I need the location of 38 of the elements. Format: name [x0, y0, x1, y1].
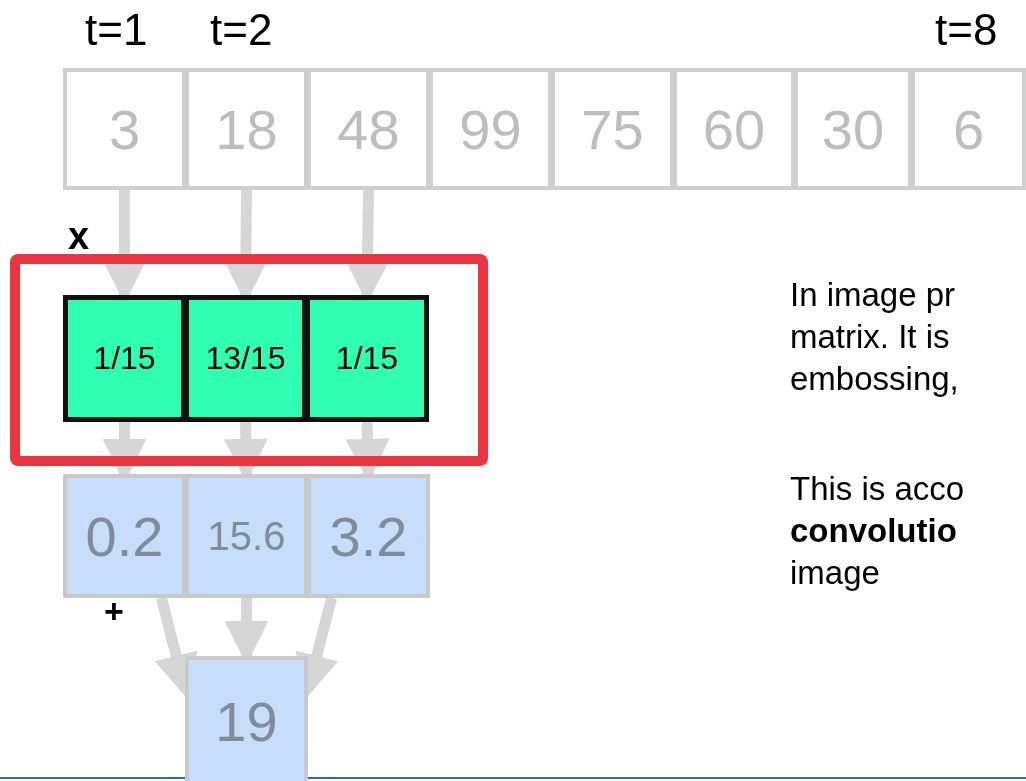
cell-value: 18 — [215, 96, 278, 162]
cell-value: 99 — [459, 96, 522, 162]
highlight-frame — [10, 254, 488, 466]
sequence-cell — [673, 68, 795, 190]
cell-value: 6 — [952, 96, 985, 162]
kernel-cell — [184, 295, 307, 422]
cell-value: 15.6 — [207, 513, 286, 559]
result-cell — [185, 656, 308, 781]
description-text: This is acco convolutio image — [790, 469, 966, 593]
kernel-cell — [305, 295, 429, 422]
description-text: In image pr matrix. It is embossing, — [790, 275, 960, 399]
plus-sign: + — [104, 591, 124, 632]
sequence-cell — [794, 68, 912, 190]
sequence-cell — [307, 68, 430, 190]
cell-value: 0.2 — [85, 503, 164, 569]
cell-value: 1/15 — [335, 340, 399, 377]
cell-value: 30 — [821, 96, 885, 162]
cell-value: 60 — [702, 96, 766, 162]
cell-value: 48 — [337, 96, 400, 162]
time-step-label: t=1 — [85, 4, 148, 56]
result-cell — [185, 474, 308, 598]
sequence-cell — [63, 68, 186, 190]
result-cell — [307, 474, 430, 598]
time-step-label: t=8 — [935, 4, 998, 56]
sequence-cell — [429, 68, 552, 190]
time-step-label: t=2 — [210, 4, 273, 56]
sequence-cell — [551, 68, 674, 190]
cell-value: 3 — [108, 96, 141, 162]
sequence-cell — [185, 68, 308, 190]
cell-value: 1/15 — [93, 340, 156, 377]
cell-value: 75 — [581, 96, 644, 162]
cell-value: 19 — [215, 688, 278, 754]
sequence-cell — [911, 68, 1026, 190]
multiply-sign: x — [68, 214, 90, 259]
cell-value: 3.2 — [329, 503, 408, 569]
kernel-cell — [63, 295, 186, 422]
cell-value: 13/15 — [205, 340, 286, 377]
result-cell — [63, 474, 186, 598]
